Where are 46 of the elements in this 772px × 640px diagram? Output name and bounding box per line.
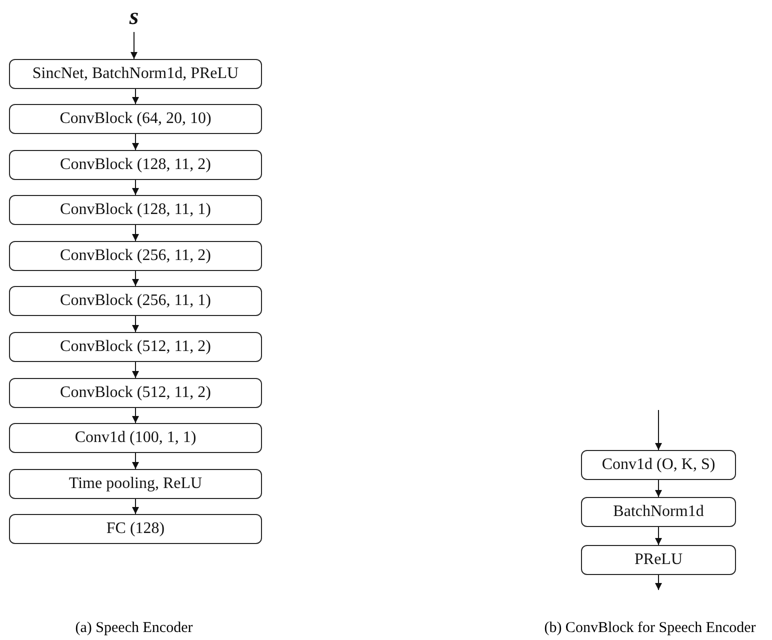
arrow — [132, 270, 139, 286]
layer-box — [9, 150, 262, 180]
layer-label: ConvBlock (128, 11, 2) — [60, 156, 211, 174]
layer-box — [9, 195, 262, 225]
arrow — [132, 88, 139, 104]
layer-box — [581, 497, 736, 527]
arrow — [132, 180, 139, 196]
layer-label: PReLU — [634, 551, 682, 569]
layer-box — [9, 59, 262, 89]
arrow — [132, 362, 139, 378]
arrow — [132, 224, 139, 242]
layer-label: ConvBlock (256, 11, 2) — [60, 247, 211, 265]
layer-label: ConvBlock (512, 11, 2) — [60, 384, 211, 402]
layer-label: Conv1d (100, 1, 1) — [74, 429, 196, 447]
arrow — [132, 316, 139, 332]
arrow — [130, 32, 138, 60]
subfigure-caption: (a) Speech Encoder — [75, 620, 193, 637]
layer-label: FC (128) — [106, 520, 165, 538]
arrow — [655, 480, 662, 498]
arrow — [655, 526, 662, 546]
layer-box — [9, 104, 262, 134]
layer-label: BatchNorm1d — [613, 503, 704, 521]
arrow — [132, 408, 139, 424]
arrow — [132, 452, 139, 470]
subfigure-caption: (b) ConvBlock for Speech Encoder — [544, 620, 756, 637]
layer-label: ConvBlock (128, 11, 1) — [60, 201, 211, 219]
layer-label: Time pooling, ReLU — [68, 475, 202, 493]
layer-label: SincNet, BatchNorm1d, PReLU — [32, 65, 239, 83]
arrow — [655, 574, 662, 590]
layer-box — [9, 469, 262, 499]
layer-box — [9, 286, 262, 316]
layer-box — [9, 332, 262, 362]
layer-box — [9, 241, 262, 271]
layer-box — [581, 450, 736, 480]
layer-box — [581, 545, 736, 575]
layer-label: ConvBlock (256, 11, 1) — [60, 292, 211, 310]
layer-box — [9, 423, 262, 453]
layer-box — [9, 378, 262, 408]
layer-label: ConvBlock (64, 20, 10) — [60, 110, 212, 128]
layer-label: ConvBlock (512, 11, 2) — [60, 338, 211, 356]
input-symbol: s — [129, 4, 139, 30]
layer-label: Conv1d (O, K, S) — [602, 456, 716, 474]
arrow — [655, 410, 662, 450]
layer-box — [9, 514, 262, 544]
arrow — [132, 134, 139, 150]
arrow — [132, 498, 139, 514]
